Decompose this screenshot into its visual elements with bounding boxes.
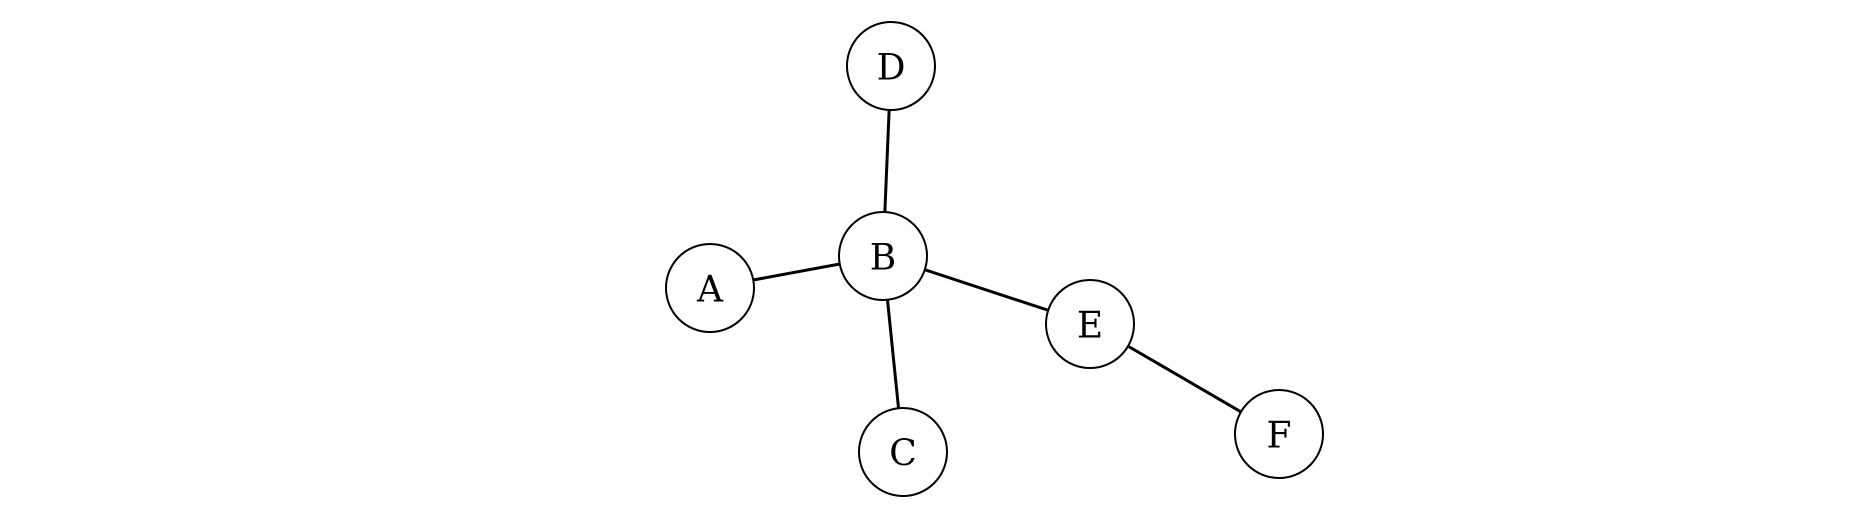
node-c-circle bbox=[858, 407, 948, 497]
node-b-circle bbox=[838, 211, 928, 301]
node-b-label: B bbox=[870, 238, 896, 279]
nodes-layer: D A B C E F bbox=[665, 21, 1324, 497]
node-a-label: A bbox=[696, 270, 724, 311]
node-b: B bbox=[838, 211, 928, 301]
node-e-label: E bbox=[1077, 306, 1103, 347]
node-d: D bbox=[846, 21, 936, 111]
node-d-label: D bbox=[877, 48, 906, 89]
node-d-circle bbox=[846, 21, 936, 111]
node-c-label: C bbox=[889, 434, 917, 475]
node-e: E bbox=[1045, 279, 1135, 369]
node-f-circle bbox=[1234, 389, 1324, 479]
node-a-circle bbox=[665, 243, 755, 333]
node-c: C bbox=[858, 407, 948, 497]
node-f-label: F bbox=[1267, 416, 1292, 457]
node-e-circle bbox=[1045, 279, 1135, 369]
node-f: F bbox=[1234, 389, 1324, 479]
node-a: A bbox=[665, 243, 755, 333]
edges-layer bbox=[708, 64, 1281, 454]
